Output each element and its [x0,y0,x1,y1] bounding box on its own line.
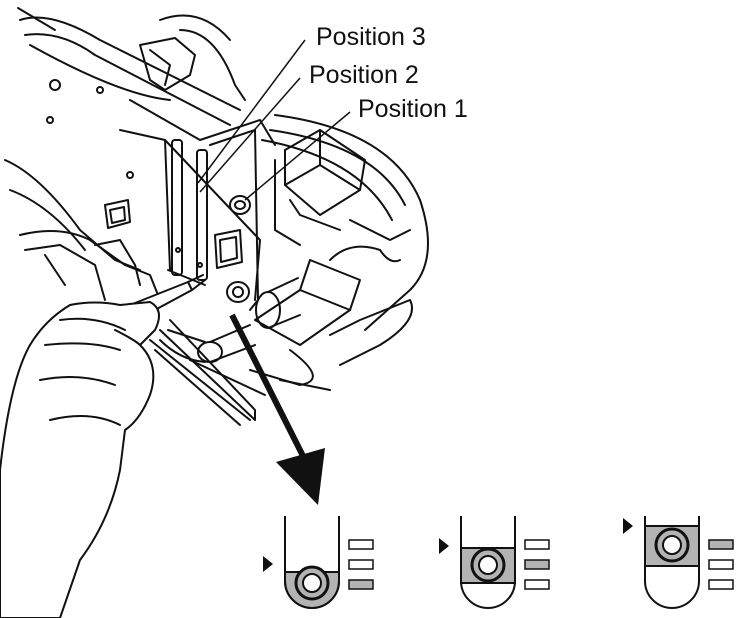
leader-position-2 [199,77,301,193]
position-indicator-1 [263,516,374,609]
ring-inner [302,573,322,593]
position-2-label: Position 2 [309,61,419,89]
mark-3 [348,579,374,590]
indicator-frame [644,516,700,609]
callout-arrow [229,313,325,505]
pointer-triangle-icon [623,518,633,534]
pointer-triangle-icon [439,538,449,554]
position-indicators [263,516,734,609]
position-indicator-2 [439,516,550,609]
leader-position-3 [197,39,306,184]
mark-1 [524,539,550,550]
mark-3 [708,579,734,590]
mark-2 [708,559,734,570]
ring-inner [662,535,682,555]
mark-1 [348,539,374,550]
mark-3 [524,579,550,590]
hand-with-screwdriver [0,274,206,618]
mark-1 [708,539,734,550]
mark-2 [524,559,550,570]
leader-position-1 [244,111,351,201]
mark-2 [348,559,374,570]
pointer-triangle-icon [263,556,273,572]
leader-lines [197,39,351,201]
indicator-frame [460,516,516,609]
position-3-label: Position 3 [316,23,426,51]
position-indicator-3 [623,516,734,609]
indicator-frame [284,516,340,609]
ring-inner [478,555,498,575]
position-1-label: Position 1 [358,95,468,123]
